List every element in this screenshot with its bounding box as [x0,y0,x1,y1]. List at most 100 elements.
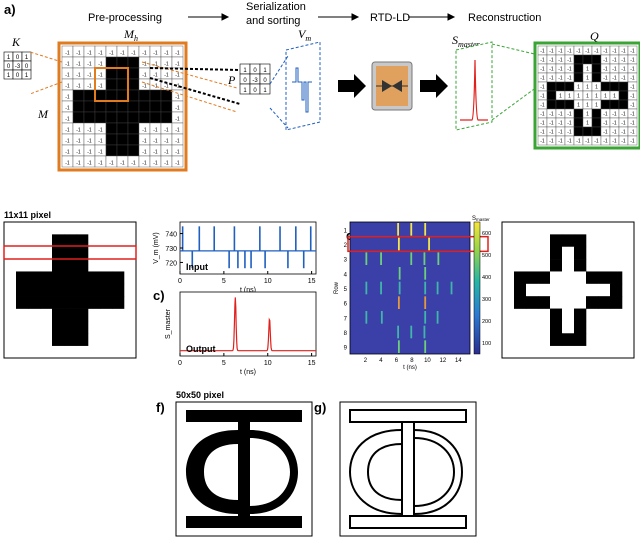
matrix-cell [127,67,140,80]
cross-pixel [76,296,89,309]
p-cell-value: 0 [253,68,257,74]
matrix-cell-value: -1 [603,130,608,136]
arrow-from-rtd-icon [420,74,448,98]
cross-pixel [16,271,29,285]
matrix-cell-value: -1 [76,51,81,57]
matrix-cell-value: -1 [98,73,103,79]
symbol-q: Q [590,29,599,43]
matrix-cell-value: -1 [630,94,635,100]
cross-pixel [16,283,29,297]
matrix-cell-value: -1 [153,51,158,57]
matrix-cell-value: -1 [65,150,70,156]
heatmap-spike [424,281,427,295]
matrix-cell [116,144,129,157]
matrix-cell-value: -1 [153,84,158,90]
kernel-value: 0 [25,64,29,70]
cross-pixel [598,271,611,285]
cross-pixel [40,283,53,297]
cross-pixel [52,271,65,285]
heatmap-spike [397,223,399,236]
kernel-value: 1 [7,55,11,61]
heatmap-spike [424,296,427,309]
heatmap-ytick-label: 5 [344,287,348,293]
kernel-value: 1 [25,73,29,79]
input-xtick-label: 0 [178,278,182,285]
matrix-cell [573,126,584,137]
matrix-cell [149,89,162,102]
matrix-cell-value: -1 [603,121,608,127]
input-series-label: Input [186,262,208,272]
input-ytick-label: 730 [165,246,177,253]
kernel-value: 0 [7,64,11,70]
cross-pixel [526,283,539,297]
output-plot-area [179,291,317,357]
matrix-cell-value: -1 [76,128,81,134]
matrix-cell-value: -1 [567,58,572,64]
matrix-cell-value: -1 [98,139,103,145]
matrix-cell-value: -1 [164,128,169,134]
matrix-cell-value: -1 [540,76,545,82]
cross-pixel [574,234,587,248]
matrix-cell [591,72,602,83]
output-series-line [180,297,316,352]
matrix-cell-value: -1 [175,117,180,123]
colorbar-tick-label: 100 [482,341,491,347]
cross-pixel [100,283,113,297]
cross-pixel [562,283,575,297]
matrix-cell-value: 1 [577,94,580,100]
stage-preprocessing: Pre-processing [88,12,162,24]
matrix-cell [127,78,140,91]
matrix-cell-value: -1 [175,128,180,134]
matrix-cell-value: -1 [175,73,180,79]
matrix-cell-value: -1 [109,161,114,167]
output-xtick-label: 10 [264,360,272,367]
matrix-cell-value: -1 [630,121,635,127]
heatmap-xlabel: t (ns) [403,365,417,371]
p-cell-value: -3 [252,78,258,84]
heatmap-ytick-label: 7 [344,316,348,322]
heatmap-ytick-label: 9 [344,346,348,352]
matrix-cell-value: -1 [540,121,545,127]
heatmap-spike [410,325,413,339]
matrix-cell-value: -1 [585,49,590,55]
matrix-cell-value: -1 [603,76,608,82]
matrix-cell-value: 1 [568,94,571,100]
p-cell-value: 1 [243,68,247,74]
cross-pixel [88,296,101,309]
input-ytick-label: 720 [165,260,177,267]
heatmap-spike [365,311,368,324]
cross-pixel [52,296,65,309]
cross-pixel [64,308,77,322]
matrix-cell-value: -1 [76,73,81,79]
matrix-cell [546,90,557,101]
cross-pixel [76,320,89,334]
matrix-cell-value: -1 [76,139,81,145]
matrix-cell-value: -1 [98,84,103,90]
cross-pixel [64,234,77,248]
matrix-cell [618,81,629,92]
cross-pixel [64,283,77,297]
p-cell-value: 1 [263,88,267,94]
matrix-cell-value: -1 [621,76,626,82]
matrix-cell-value: -1 [142,62,147,68]
cross-pixel [76,259,89,272]
matrix-cell-value: -1 [612,112,617,118]
cross-pixel [28,296,41,309]
matrix-cell-value: -1 [630,103,635,109]
matrix-cell-value: -1 [65,84,70,90]
heatmap-xtick-label: 8 [410,358,414,364]
cross-pixel [550,333,563,346]
cross-pixel [550,271,563,285]
matrix-cell-value: -1 [164,51,169,57]
heatmap-ylabel: Row [334,281,340,294]
matrix-cell-value: -1 [153,161,158,167]
heatmap-xtick-label: 6 [395,358,399,364]
matrix-cell [600,99,611,110]
matrix-cell-value: -1 [87,150,92,156]
heatmap-spike [380,281,382,295]
matrix-cell-value: -1 [549,139,554,145]
matrix-cell-value: -1 [621,58,626,64]
matrix-cell-value: -1 [87,84,92,90]
panel-label-a: a) [4,2,16,17]
